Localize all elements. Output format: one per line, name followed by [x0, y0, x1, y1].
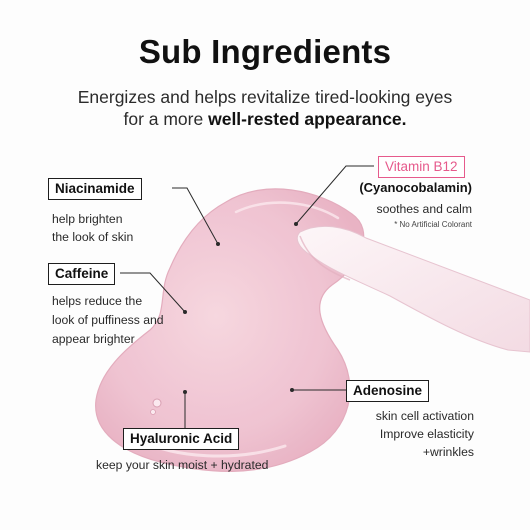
- subtitle-line-2-prefix: for a more: [123, 109, 209, 129]
- ingredient-desc-caffeine-2: look of puffiness and: [52, 313, 164, 327]
- ingredient-desc-caffeine-3: appear brighter: [52, 332, 135, 346]
- ingredient-desc-niacinamide-2: the look of skin: [52, 230, 134, 244]
- leader-dot-niacinamide: [216, 242, 220, 246]
- ingredient-desc-adenosine-1: skin cell activation: [375, 409, 474, 423]
- leader-line-vitamin-b12: [295, 165, 374, 225]
- ingredient-note-vitamin-b12: * No Artificial Colorant: [394, 220, 472, 229]
- ingredient-label-hyaluronic-acid: Hyaluronic Acid: [123, 428, 240, 450]
- ingredient-desc-adenosine-3: +wrinkles: [422, 445, 474, 459]
- ingredient-label-niacinamide: Niacinamide: [48, 178, 142, 200]
- leader-dot-adenosine: [290, 388, 294, 392]
- bubble: [150, 409, 156, 415]
- leader-dot-vitamin-b12: [294, 222, 298, 226]
- ingredient-label-caffeine: Caffeine: [48, 263, 116, 285]
- ingredient-desc-niacinamide-1: help brighten: [52, 212, 123, 226]
- ingredient-label-vitamin-b12: Vitamin B12: [378, 156, 465, 178]
- ingredient-desc-hyaluronic-acid: keep your skin moist + hydrated: [96, 458, 269, 472]
- ingredient-desc-vitamin-b12: soothes and calm: [376, 202, 472, 216]
- subtitle-line-1: Energizes and helps revitalize tired-loo…: [77, 87, 453, 107]
- ingredient-desc-caffeine-1: helps reduce the: [52, 294, 143, 308]
- page-title: Sub Ingredients: [138, 33, 392, 70]
- bubble: [152, 398, 162, 408]
- ingredient-label-adenosine: Adenosine: [346, 380, 430, 402]
- leader-line-caffeine: [120, 272, 186, 313]
- ingredient-altname-vitamin-b12: (Cyanocobalamin): [359, 180, 472, 195]
- leader-line-niacinamide: [172, 187, 219, 245]
- subtitle-line-2-bold: well-rested appearance.: [208, 109, 407, 129]
- subtitle-line-2: for a more well-rested appearance.: [0, 109, 530, 130]
- spatula: [296, 225, 530, 353]
- gel-edge-highlight: [234, 201, 340, 220]
- leader-dot-caffeine: [183, 310, 187, 314]
- leader-dot-hyaluronic: [183, 390, 187, 394]
- spatula-tip-shadow: [299, 235, 351, 281]
- ingredient-desc-adenosine-2: Improve elasticity: [379, 427, 474, 441]
